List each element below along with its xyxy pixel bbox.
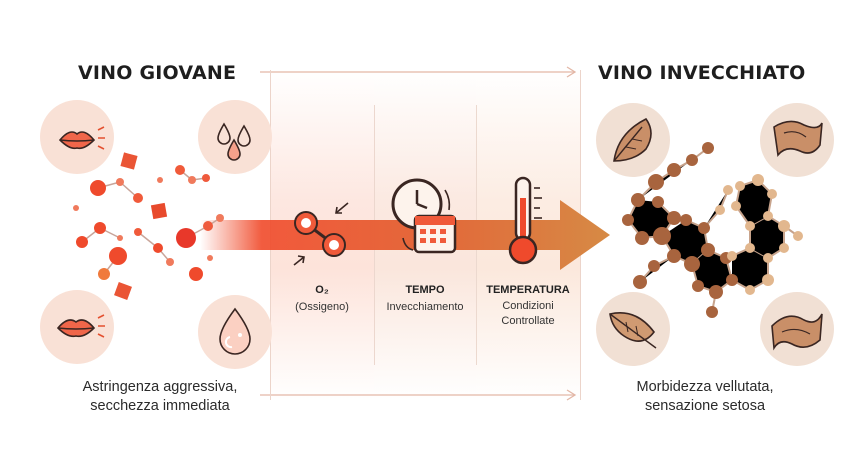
silk-icon-bottom [760, 292, 834, 366]
aged-wine-title: VINO INVECCHIATO [598, 62, 806, 84]
aged-wine-description-line1: Morbidezza vellutata, [636, 379, 774, 395]
young-wine-description-line1: Astringenza aggressiva, [82, 379, 238, 395]
transformation-arrow [200, 200, 610, 270]
thermometer-icon [508, 176, 542, 265]
factor-time-title: TEMPO [405, 284, 445, 296]
factor-temperature-line1: Condizioni [502, 300, 554, 312]
factor-time-subtitle: Invecchiamento [386, 301, 464, 313]
silk-icon-top [760, 103, 834, 177]
lips-icon-top [40, 100, 114, 174]
lips-icon-bottom [40, 290, 114, 364]
aged-wine-description-line2: sensazione setosa [644, 398, 766, 414]
droplet-icon-bottom [198, 295, 272, 369]
clock-calendar-icon [391, 178, 457, 254]
top-guide-arrow [260, 66, 577, 78]
feather-icon-top [596, 103, 670, 177]
factor-oxygen-title: O₂ [315, 284, 329, 296]
factor-temperature-line2: Controllate [501, 315, 555, 327]
young-molecules [73, 152, 224, 300]
aged-molecules [622, 142, 803, 318]
young-wine-title: VINO GIOVANE [78, 62, 237, 84]
factor-temperature-title: TEMPERATURA [486, 284, 570, 296]
young-wine-description-line2: secchezza immediata [90, 398, 230, 414]
bottom-guide-arrow [260, 389, 577, 401]
droplets-icon-top [198, 100, 272, 174]
factor-oxygen-subtitle: (Ossigeno) [295, 301, 349, 313]
feather-icon-bottom [596, 292, 670, 366]
oxygen-molecule-icon [293, 202, 349, 266]
